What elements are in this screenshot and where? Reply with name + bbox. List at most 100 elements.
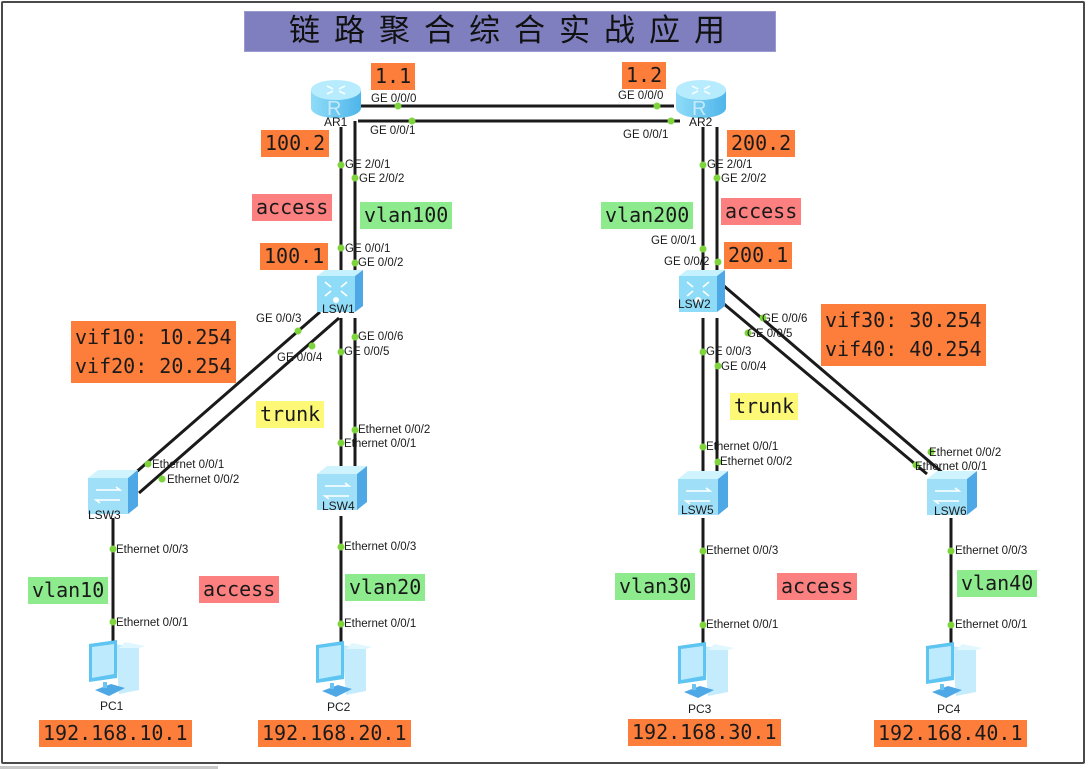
- port-dot[interactable]: [337, 244, 345, 252]
- ip-tag-ar1-down: 100.2: [261, 130, 330, 157]
- port-dot[interactable]: [351, 426, 359, 434]
- switch-icon[interactable]: [925, 469, 979, 517]
- device-label-lsw1: LSW1: [322, 302, 355, 316]
- device-label-lsw5: LSW5: [681, 503, 714, 517]
- port-label: GE 2/0/2: [721, 173, 767, 185]
- port-dot[interactable]: [699, 547, 707, 555]
- vif-tag-right: vif30: 30.254 vif40: 40.254: [821, 304, 986, 366]
- pc-icon[interactable]: [308, 639, 372, 699]
- ip-tag-lsw2: 200.1: [724, 242, 793, 269]
- access-tag: access: [199, 576, 280, 603]
- port-dot[interactable]: [744, 329, 752, 337]
- port-label: GE 0/0/1: [623, 129, 669, 141]
- ip-tag-pc2: 192.168.20.1: [258, 720, 411, 747]
- ip-tag-lsw1: 100.1: [260, 243, 329, 270]
- vif-tag-left: vif10: 10.254 vif20: 20.254: [71, 321, 236, 383]
- port-label: GE 0/0/5: [344, 346, 390, 358]
- scrollbar[interactable]: [0, 766, 218, 769]
- port-dot[interactable]: [714, 458, 722, 466]
- trunk-tag: trunk: [730, 393, 799, 420]
- port-label: Ethernet 0/0/3: [955, 545, 1028, 557]
- ip-tag-pc3: 192.168.30.1: [628, 719, 781, 746]
- port-label: Ethernet 0/0/1: [915, 461, 988, 473]
- port-dot[interactable]: [144, 460, 152, 468]
- access-tag: access: [721, 198, 802, 225]
- pc-icon[interactable]: [918, 640, 982, 700]
- port-label: Ethernet 0/0/1: [344, 618, 417, 630]
- port-label: Ethernet 0/0/2: [720, 456, 793, 468]
- link-lsw2-lsw6-2[interactable]: [723, 302, 928, 476]
- port-label: Ethernet 0/0/2: [167, 474, 240, 486]
- port-label: GE 0/0/0: [371, 93, 417, 105]
- router-icon[interactable]: R: [309, 78, 363, 122]
- link-lsw1-lsw3-1[interactable]: [133, 310, 321, 476]
- port-dot[interactable]: [759, 314, 767, 322]
- link-lsw1-lsw3-2[interactable]: [138, 316, 340, 495]
- switch-icon[interactable]: [315, 464, 369, 512]
- port-dot[interactable]: [294, 327, 302, 335]
- port-dot[interactable]: [337, 620, 345, 628]
- port-dot[interactable]: [109, 618, 117, 626]
- port-dot[interactable]: [394, 102, 402, 110]
- port-label: GE 0/0/4: [721, 361, 767, 373]
- port-dot[interactable]: [351, 259, 359, 267]
- l3-switch-icon[interactable]: [675, 268, 727, 314]
- port-label: GE 0/0/1: [651, 235, 697, 247]
- port-dot[interactable]: [713, 174, 721, 182]
- l3-switch-icon[interactable]: [313, 268, 365, 314]
- port-dot[interactable]: [337, 161, 345, 169]
- port-dot[interactable]: [158, 475, 166, 483]
- port-label: GE 0/0/2: [358, 257, 404, 269]
- device-label-ar1: AR1: [324, 115, 348, 129]
- switch-icon[interactable]: [86, 468, 140, 516]
- device-label-pc1: PC1: [100, 699, 124, 713]
- router-icon[interactable]: R: [674, 78, 728, 122]
- port-dot[interactable]: [912, 461, 920, 469]
- switch-icon[interactable]: [676, 469, 730, 517]
- vif-line: vif20: 20.254: [75, 354, 232, 378]
- port-dot[interactable]: [927, 448, 935, 456]
- ip-tag-pc4: 192.168.40.1: [874, 720, 1027, 747]
- port-dot[interactable]: [699, 621, 707, 629]
- port-dot[interactable]: [337, 543, 345, 551]
- port-label: Ethernet 0/0/1: [706, 441, 779, 453]
- vif-line: vif10: 10.254: [75, 325, 232, 349]
- port-label: Ethernet 0/0/1: [955, 619, 1028, 631]
- device-label-lsw6: LSW6: [934, 504, 967, 518]
- pc-icon[interactable]: [670, 640, 734, 700]
- port-label: GE 0/0/3: [256, 313, 302, 325]
- port-label: GE 0/0/6: [358, 331, 404, 343]
- port-dot[interactable]: [714, 258, 722, 266]
- port-dot[interactable]: [308, 342, 316, 350]
- vlan-tag-10: vlan10: [28, 577, 109, 604]
- pc-icon[interactable]: [81, 638, 145, 698]
- ip-tag-pc1: 192.168.10.1: [39, 720, 192, 747]
- port-label: GE 0/0/1: [370, 125, 416, 137]
- port-dot[interactable]: [947, 547, 955, 555]
- port-dot[interactable]: [667, 117, 675, 125]
- ip-tag-ar2: 1.2: [622, 62, 667, 89]
- port-dot[interactable]: [337, 348, 345, 356]
- port-label: Ethernet 0/0/1: [344, 438, 417, 450]
- port-label: GE 2/0/2: [359, 173, 405, 185]
- port-label: GE 2/0/1: [345, 159, 391, 171]
- ip-tag-ar1: 1.1: [371, 63, 416, 90]
- port-dot[interactable]: [408, 117, 416, 125]
- port-dot[interactable]: [351, 333, 359, 341]
- port-dot[interactable]: [699, 245, 707, 253]
- port-dot[interactable]: [653, 102, 661, 110]
- port-dot[interactable]: [351, 174, 359, 182]
- port-label: Ethernet 0/0/1: [116, 617, 189, 629]
- port-dot[interactable]: [947, 621, 955, 629]
- vlan-tag-40: vlan40: [957, 570, 1038, 597]
- port-dot[interactable]: [699, 161, 707, 169]
- device-label-pc3: PC3: [688, 702, 712, 716]
- port-dot[interactable]: [337, 439, 345, 447]
- port-dot[interactable]: [714, 362, 722, 370]
- port-dot[interactable]: [699, 443, 707, 451]
- port-dot[interactable]: [699, 348, 707, 356]
- device-label-pc4: PC4: [937, 702, 961, 716]
- port-dot[interactable]: [109, 545, 117, 553]
- port-label: GE 2/0/1: [707, 159, 753, 171]
